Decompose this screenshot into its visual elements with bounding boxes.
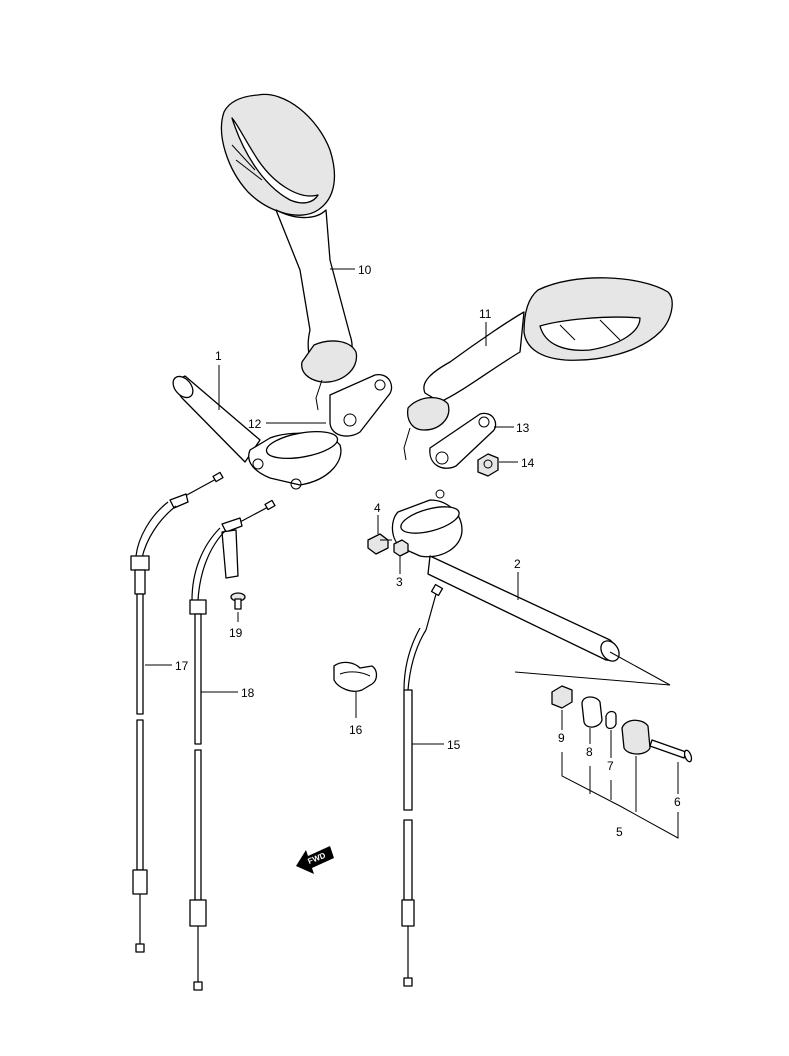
callout-3: 3 bbox=[396, 575, 403, 589]
callout-19: 19 bbox=[229, 626, 243, 640]
callout-5: 5 bbox=[616, 825, 623, 839]
callout-6: 6 bbox=[674, 795, 681, 809]
callout-11: 11 bbox=[479, 307, 492, 321]
spacer-part-7[interactable] bbox=[605, 710, 617, 730]
weight-inner-part-8[interactable] bbox=[581, 696, 603, 728]
callout-15: 15 bbox=[447, 738, 461, 752]
bolt-part-4[interactable] bbox=[367, 533, 392, 555]
cable-clamp-part-16[interactable] bbox=[333, 661, 378, 692]
right-mirror-clamp-part-13[interactable] bbox=[429, 412, 497, 469]
bolt-part-3[interactable] bbox=[393, 539, 409, 557]
throttle-cable-part-17[interactable] bbox=[130, 471, 224, 953]
nut-part-14[interactable] bbox=[477, 453, 499, 477]
callout-9: 9 bbox=[558, 731, 565, 745]
callout-1: 1 bbox=[215, 349, 222, 363]
right-mirror-part-11[interactable] bbox=[403, 277, 673, 461]
callout-18: 18 bbox=[241, 686, 255, 700]
bar-end-weight-part-5 bbox=[621, 719, 651, 755]
callout-2: 2 bbox=[514, 557, 521, 571]
callout-14: 14 bbox=[521, 456, 535, 470]
right-handlebar-part-2[interactable] bbox=[391, 489, 622, 665]
bar-end-nut-part-9[interactable] bbox=[551, 685, 573, 709]
forward-direction-arrow: FWD bbox=[296, 846, 334, 874]
left-mirror-clamp-part-12[interactable] bbox=[329, 374, 393, 437]
callout-8: 8 bbox=[586, 745, 593, 759]
left-handlebar-part-1[interactable] bbox=[169, 373, 342, 490]
screw-part-6[interactable] bbox=[649, 739, 693, 763]
left-mirror-part-10[interactable] bbox=[220, 93, 358, 411]
callout-7: 7 bbox=[607, 759, 614, 773]
callout-12: 12 bbox=[248, 417, 262, 431]
callout-17: 17 bbox=[175, 659, 189, 673]
clutch-cable-part-15[interactable] bbox=[401, 583, 444, 987]
screw-part-19[interactable] bbox=[230, 592, 246, 610]
callout-4: 4 bbox=[374, 501, 381, 515]
callout-13: 13 bbox=[516, 421, 530, 435]
callout-10: 10 bbox=[358, 263, 372, 277]
throttle-cable-part-18[interactable] bbox=[189, 499, 276, 991]
callout-16: 16 bbox=[349, 723, 363, 737]
